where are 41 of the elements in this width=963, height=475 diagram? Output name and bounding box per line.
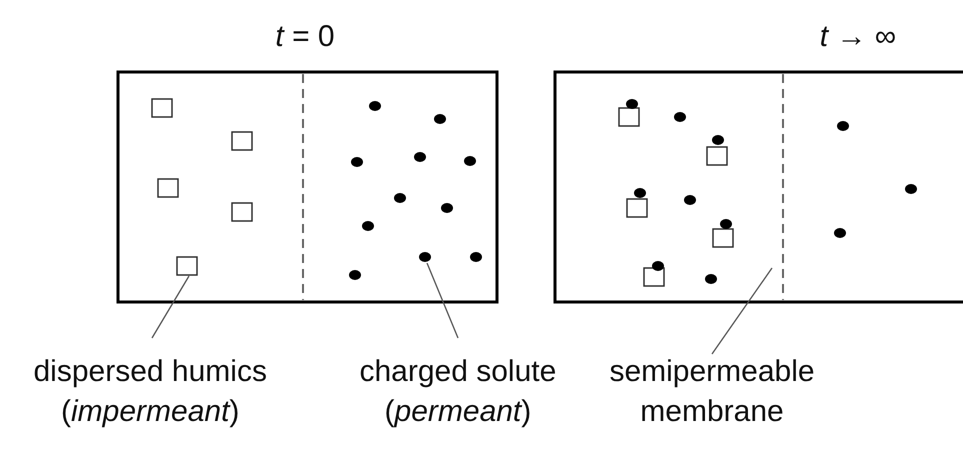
humics-square: [643, 267, 665, 287]
humics-square: [231, 202, 253, 222]
humics-square: [231, 131, 253, 151]
solute-dot: [394, 193, 406, 203]
solute-dot: [434, 114, 446, 124]
humics-square: [706, 146, 728, 166]
solute-dot: [369, 101, 381, 111]
time-label: t → ∞: [820, 20, 896, 54]
solute-dot: [362, 221, 374, 231]
solute-dot: [705, 274, 717, 284]
annotation-label: dispersed humics (impermeant): [34, 352, 267, 432]
humics-square: [176, 256, 198, 276]
leader-line: [151, 276, 190, 338]
solute-dot: [414, 152, 426, 162]
humics-square: [157, 178, 179, 198]
humics-square: [626, 198, 648, 218]
humics-square: [151, 98, 173, 118]
leader-line: [711, 268, 773, 354]
solute-dot: [720, 219, 732, 229]
solute-dot: [626, 99, 638, 109]
leader-line: [426, 262, 459, 338]
solute-dot: [684, 195, 696, 205]
solute-dot: [349, 270, 361, 280]
solute-dot: [837, 121, 849, 131]
solute-dot: [905, 184, 917, 194]
solute-dot: [351, 157, 363, 167]
solute-dot: [464, 156, 476, 166]
solute-dot: [712, 135, 724, 145]
solute-dot: [419, 252, 431, 262]
humics-square: [618, 107, 640, 127]
solute-dot: [674, 112, 686, 122]
solute-dot: [652, 261, 664, 271]
annotation-label: charged solute (permeant): [360, 352, 556, 432]
solute-dot: [470, 252, 482, 262]
solute-dot: [634, 188, 646, 198]
solute-dot: [441, 203, 453, 213]
solute-dot: [834, 228, 846, 238]
time-label: t = 0: [275, 20, 335, 54]
annotation-label: semipermeable membrane: [597, 352, 827, 432]
membrane-line: [782, 74, 784, 300]
humics-square: [712, 228, 734, 248]
